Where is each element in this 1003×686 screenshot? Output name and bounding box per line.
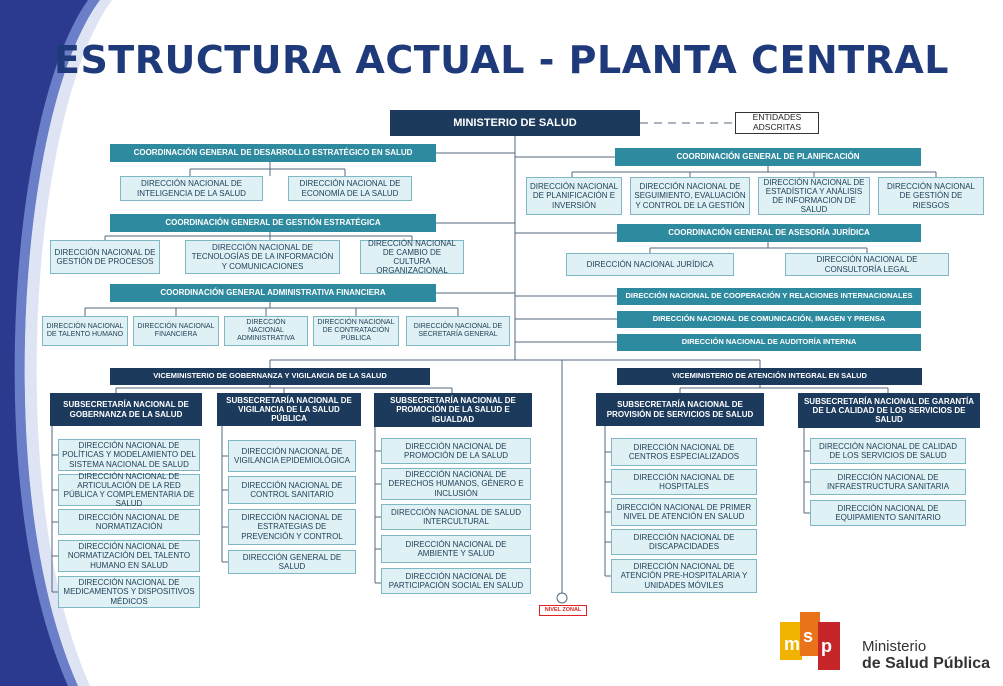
dn-auditoria-interna: DIRECCIÓN NACIONAL DE AUDITORÍA INTERNA: [617, 334, 921, 351]
dn-primer-nivel: DIRECCIÓN NACIONAL DE PRIMER NIVEL DE AT…: [611, 498, 757, 526]
dn-tecnologias: DIRECCIÓN NACIONAL DE TECNOLOGÍAS DE LA …: [185, 240, 340, 274]
dn-politicas-modelamiento: DIRECCIÓN NACIONAL DE POLÍTICAS Y MODELA…: [58, 439, 200, 471]
dn-participacion-social: DIRECCIÓN NACIONAL DE PARTICIPACIÓN SOCI…: [381, 568, 531, 594]
brand-line-2: de Salud Pública: [862, 655, 991, 672]
cg-desarrollo-estrategico: COORDINACIÓN GENERAL DE DESARROLLO ESTRA…: [110, 144, 436, 162]
dn-estrategias-prevencion: DIRECCIÓN NACIONAL DE ESTRATEGIAS DE PRE…: [228, 509, 356, 545]
decorative-swoosh: [0, 0, 112, 686]
page-title: ESTRUCTURA ACTUAL - PLANTA CENTRAL: [53, 38, 950, 82]
cg-planificacion: COORDINACIÓN GENERAL DE PLANIFICACIÓN: [615, 148, 921, 166]
dn-estadistica: DIRECCIÓN NACIONAL DE ESTADÍSTICA Y ANÁL…: [758, 177, 870, 215]
subsecretaria-vigilancia: SUBSECRETARÍA NACIONAL DE VIGILANCIA DE …: [217, 393, 361, 426]
subsecretaria-provision: SUBSECRETARÍA NACIONAL DE PROVISIÓN DE S…: [596, 393, 764, 426]
dn-hospitales: DIRECCIÓN NACIONAL DE HOSPITALES: [611, 469, 757, 495]
msp-logo-icon: m s p: [780, 612, 840, 670]
dn-consultoria-legal: DIRECCIÓN NACIONAL DE CONSULTORÍA LEGAL: [785, 253, 949, 276]
dn-gestion-riesgos: DIRECCIÓN NACIONAL DE GESTIÓN DE RIESGOS: [878, 177, 984, 215]
svg-text:p: p: [821, 636, 832, 656]
dn-medicamentos: DIRECCIÓN NACIONAL DE MEDICAMENTOS Y DIS…: [58, 576, 200, 608]
dn-promocion-salud: DIRECCIÓN NACIONAL DE PROMOCIÓN DE LA SA…: [381, 438, 531, 464]
nivel-zonal-node: [556, 592, 568, 604]
dn-administrativa: DIRECCIÓN NACIONAL ADMINISTRATIVA: [224, 316, 308, 346]
subsecretaria-calidad: SUBSECRETARÍA NACIONAL DE GARANTÍA DE LA…: [798, 393, 980, 428]
dn-infraestructura: DIRECCIÓN NACIONAL DE INFRAESTRUCTURA SA…: [810, 469, 966, 495]
dn-normatizacion-talento: DIRECCIÓN NACIONAL DE NORMATIZACIÓN DEL …: [58, 540, 200, 572]
dn-inteligencia: DIRECCIÓN NACIONAL DE INTELIGENCIA DE LA…: [120, 176, 263, 201]
cg-administrativa-financiera: COORDINACIÓN GENERAL ADMINISTRATIVA FINA…: [110, 284, 436, 302]
dn-centros-especializados: DIRECCIÓN NACIONAL DE CENTROS ESPECIALIZ…: [611, 438, 757, 466]
dn-gestion-procesos: DIRECCIÓN NACIONAL DE GESTIÓN DE PROCESO…: [50, 240, 160, 274]
dn-vigilancia-epidemiologica: DIRECCIÓN NACIONAL DE VIGILANCIA EPIDEMI…: [228, 440, 356, 472]
ministerio-box: MINISTERIO DE SALUD: [390, 110, 640, 136]
dn-normatizacion: DIRECCIÓN NACIONAL DE NORMATIZACIÓN: [58, 509, 200, 535]
dn-discapacidades: DIRECCIÓN NACIONAL DE DISCAPACIDADES: [611, 529, 757, 555]
dn-secretaria-general: DIRECCIÓN NACIONAL DE SECRETARÍA GENERAL: [406, 316, 510, 346]
brand-line-1: Ministerio: [862, 638, 927, 655]
dn-derechos-humanos: DIRECCIÓN NACIONAL DE DERECHOS HUMANOS, …: [381, 468, 531, 500]
dg-salud: DIRECCIÓN GENERAL DE SALUD: [228, 550, 356, 574]
nivel-zonal-box: NIVEL ZONAL: [539, 605, 587, 616]
viceministerio-atencion: VICEMINISTERIO DE ATENCIÓN INTEGRAL EN S…: [617, 368, 922, 385]
dn-talento-humano: DIRECCIÓN NACIONAL DE TALENTO HUMANO: [42, 316, 128, 346]
subsecretaria-promocion: SUBSECRETARÍA NACIONAL DE PROMOCIÓN DE L…: [374, 393, 532, 427]
dn-contratacion-publica: DIRECCIÓN NACIONAL DE CONTRATACIÓN PÚBLI…: [313, 316, 399, 346]
viceministerio-gobernanza: VICEMINISTERIO DE GOBERNANZA Y VIGILANCI…: [110, 368, 430, 385]
cg-gestion-estrategica: COORDINACIÓN GENERAL DE GESTIÓN ESTRATÉG…: [110, 214, 436, 232]
dn-juridica: DIRECCIÓN NACIONAL JURÍDICA: [566, 253, 734, 276]
dn-cooperacion: DIRECCIÓN NACIONAL DE COOPERACIÓN Y RELA…: [617, 288, 921, 305]
dn-salud-intercultural: DIRECCIÓN NACIONAL DE SALUD INTERCULTURA…: [381, 504, 531, 530]
dn-economia: DIRECCIÓN NACIONAL DE ECONOMÍA DE LA SAL…: [288, 176, 412, 201]
dn-planificacion-inversion: DIRECCIÓN NACIONAL DE PLANIFICACIÓN E IN…: [526, 177, 622, 215]
cg-asesoria-juridica: COORDINACIÓN GENERAL DE ASESORÍA JURÍDIC…: [617, 224, 921, 242]
dn-equipamiento: DIRECCIÓN NACIONAL DE EQUIPAMIENTO SANIT…: [810, 500, 966, 526]
dn-prehospitalaria: DIRECCIÓN NACIONAL DE ATENCIÓN PRE-HOSPI…: [611, 559, 757, 593]
dn-comunicacion: DIRECCIÓN NACIONAL DE COMUNICACIÓN, IMAG…: [617, 311, 921, 328]
dn-ambiente-salud: DIRECCIÓN NACIONAL DE AMBIENTE Y SALUD: [381, 535, 531, 563]
brand-name: Ministerio de Salud Pública: [862, 638, 990, 672]
subsecretaria-gobernanza: SUBSECRETARÍA NACIONAL DE GOBERNANZA DE …: [50, 393, 202, 426]
dn-cambio-cultura: DIRECCIÓN NACIONAL DE CAMBIO DE CULTURA …: [360, 239, 464, 275]
dn-articulacion-red: DIRECCIÓN NACIONAL DE ARTICULACIÓN DE LA…: [58, 472, 200, 508]
dn-calidad-servicios: DIRECCIÓN NACIONAL DE CALIDAD DE LOS SER…: [810, 438, 966, 464]
entidades-adscritas-box: ENTIDADES ADSCRITAS: [735, 112, 819, 134]
dn-seguimiento-evaluacion: DIRECCIÓN NACIONAL DE SEGUIMIENTO, EVALU…: [630, 177, 750, 215]
dn-control-sanitario: DIRECCIÓN NACIONAL DE CONTROL SANITARIO: [228, 476, 356, 504]
svg-text:s: s: [803, 626, 813, 646]
dn-financiera: DIRECCIÓN NACIONAL FINANCIERA: [133, 316, 219, 346]
svg-text:m: m: [784, 634, 800, 654]
